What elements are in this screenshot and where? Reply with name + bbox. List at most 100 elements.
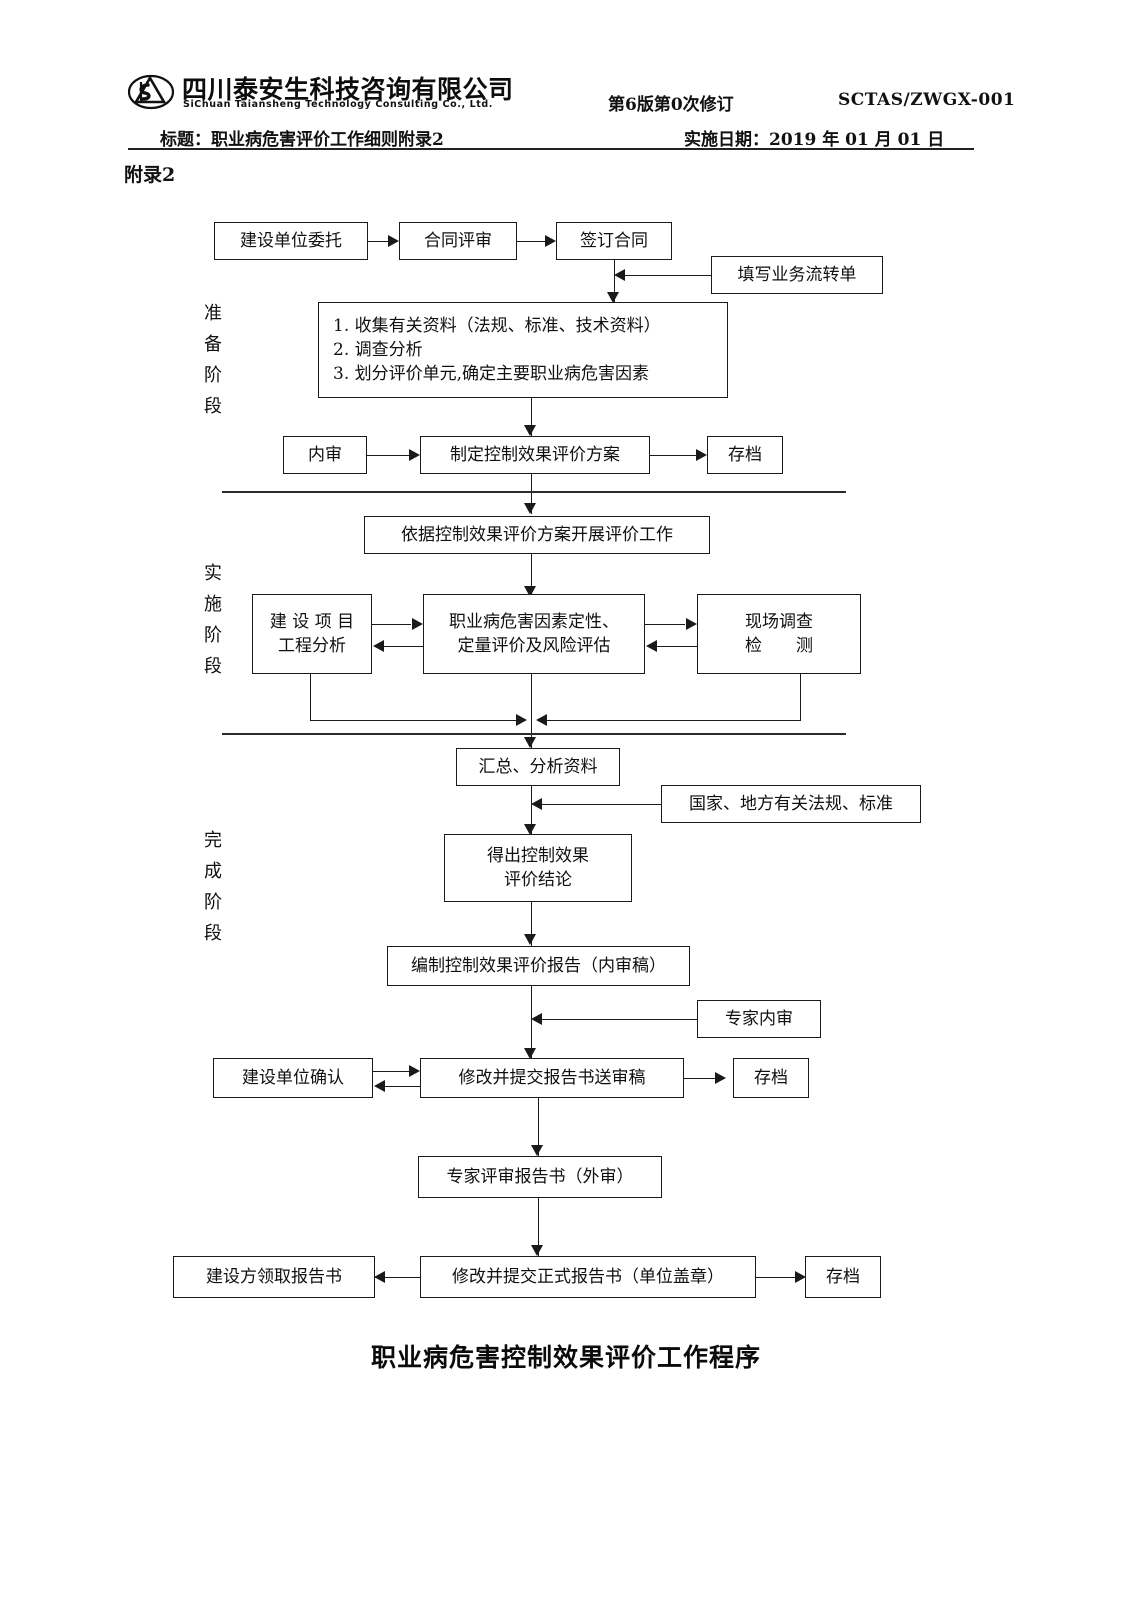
stage-label-implementation: 实 施 阶 段 xyxy=(198,565,228,689)
stage-char: 备 xyxy=(204,334,222,355)
connector-final-to-owner-receive xyxy=(375,1277,420,1278)
stage-char: 段 xyxy=(204,396,222,417)
stage-char: 施 xyxy=(204,594,222,615)
node-owner-receive-report: 建设方领取报告书 xyxy=(173,1256,375,1298)
stage-char: 成 xyxy=(204,861,222,882)
node-entrust: 建设单位委托 xyxy=(214,222,368,260)
arrowhead-down xyxy=(607,292,619,303)
arrowhead-right xyxy=(412,618,423,630)
connector-qualitative-to-analysis xyxy=(384,646,423,647)
connector-review-to-sign xyxy=(517,241,554,242)
arrowhead-down xyxy=(531,1145,543,1156)
arrowhead-down xyxy=(524,503,536,514)
connector-laws-to-trunk xyxy=(538,804,662,805)
company-name-en: SiChuan Taiansheng Technology Consulting… xyxy=(183,99,493,110)
arrowhead-right xyxy=(696,449,707,461)
stage-divider-1 xyxy=(222,491,846,493)
connector-carryout-to-qualitative xyxy=(531,554,532,596)
arrowhead-left xyxy=(373,640,384,652)
connector-owner-to-revise xyxy=(373,1071,418,1072)
appendix-label: 附录2 xyxy=(124,164,176,186)
node-preparation-tasks: 1. 收集有关资料（法规、标准、技术资料） 2. 调查分析 3. 划分评价单元,… xyxy=(318,302,728,398)
connector-transfer-to-trunk xyxy=(620,275,711,276)
arrowhead-left xyxy=(374,1271,385,1283)
connector-entrust-to-review xyxy=(368,241,397,242)
node-revise-submit-final-report: 修改并提交正式报告书（单位盖章） xyxy=(420,1256,756,1298)
arrowhead-right xyxy=(795,1271,806,1283)
connector-external-to-final xyxy=(538,1198,539,1256)
arrowhead-down xyxy=(524,586,536,597)
stage-label-preparation: 准 备 阶 段 xyxy=(198,305,228,429)
node-summarize-analyze: 汇总、分析资料 xyxy=(456,748,620,786)
arrowhead-left xyxy=(531,1013,542,1025)
node-archive-2: 存档 xyxy=(733,1058,809,1098)
connector-sign-to-prep xyxy=(614,260,615,302)
project-analysis-line-1: 建 设 项 目 xyxy=(269,611,355,632)
arrowhead-down xyxy=(524,737,536,748)
header-divider xyxy=(128,148,974,150)
node-owner-confirm: 建设单位确认 xyxy=(213,1058,373,1098)
stage-char: 阶 xyxy=(204,365,222,386)
rail-survey-to-trunk xyxy=(542,720,801,721)
arrowhead-down xyxy=(524,1048,536,1059)
arrowhead-right xyxy=(715,1072,726,1084)
connector-qualitative-to-survey xyxy=(645,624,685,625)
connector-expert-internal-to-trunk xyxy=(538,1019,698,1020)
arrowhead-right xyxy=(409,449,420,461)
arrowhead-left xyxy=(646,640,657,652)
node-expert-internal-review: 专家内审 xyxy=(697,1000,821,1038)
node-sign-contract: 签订合同 xyxy=(556,222,672,260)
arrowhead-left xyxy=(614,269,625,281)
project-analysis-line-2: 工程分析 xyxy=(278,636,346,656)
rail-survey-down xyxy=(800,674,801,720)
connector-final-to-archive xyxy=(756,1277,804,1278)
connector-revise-to-archive xyxy=(684,1078,724,1079)
node-archive-1: 存档 xyxy=(707,436,783,474)
stage-char: 阶 xyxy=(204,625,222,646)
prep-task-2: 2. 调查分析 xyxy=(333,339,423,360)
stage-char: 阶 xyxy=(204,892,222,913)
connector-qualitative-to-summarize xyxy=(531,674,532,748)
stage-char: 段 xyxy=(204,923,222,944)
arrowhead-left xyxy=(531,798,542,810)
connector-prep-to-plan xyxy=(531,398,532,436)
connector-revise-to-owner xyxy=(384,1086,420,1087)
arrowhead-right xyxy=(388,235,399,247)
conclusion-line-2: 评价结论 xyxy=(504,870,572,890)
node-laws-standards: 国家、地方有关法规、标准 xyxy=(661,785,921,823)
arrowhead-down xyxy=(531,1245,543,1256)
connector-plan-to-archive xyxy=(650,455,705,456)
node-carry-out-evaluation: 依据控制效果评价方案开展评价工作 xyxy=(364,516,710,554)
node-contract-review: 合同评审 xyxy=(399,222,517,260)
site-survey-line-2: 检 测 xyxy=(745,636,813,656)
connector-plan-to-carryout xyxy=(531,474,532,514)
node-project-analysis: 建 设 项 目 工程分析 xyxy=(252,594,372,674)
arrowhead-right xyxy=(409,1065,420,1077)
company-name-cn: 四川泰安生科技咨询有限公司 xyxy=(182,75,514,104)
document-title-line: 标题：职业病危害评价工作细则附录2 xyxy=(160,130,444,150)
company-logo-icon xyxy=(127,72,175,112)
conclusion-line-1: 得出控制效果 xyxy=(487,845,589,866)
prep-task-3: 3. 划分评价单元,确定主要职业病危害因素 xyxy=(333,364,650,385)
site-survey-line-1: 现场调查 xyxy=(745,611,813,632)
stage-char: 实 xyxy=(204,563,222,584)
effective-date: 实施日期：2019 年 01 月 01 日 xyxy=(684,130,945,150)
stage-label-completion: 完 成 阶 段 xyxy=(198,832,228,956)
node-qualitative-quantitative-evaluation: 职业病危害因素定性、 定量评价及风险评估 xyxy=(423,594,645,674)
stage-divider-2 xyxy=(222,733,846,735)
document-version: 第6版第0次修订 xyxy=(608,95,734,115)
rail-analysis-down xyxy=(310,674,311,720)
node-make-plan: 制定控制效果评价方案 xyxy=(420,436,650,474)
arrowhead-right xyxy=(516,714,527,726)
node-archive-3: 存档 xyxy=(805,1256,881,1298)
arrowhead-down xyxy=(524,425,536,436)
qualitative-line-2: 定量评价及风险评估 xyxy=(457,636,611,656)
arrowhead-left xyxy=(536,714,547,726)
node-internal-review: 内审 xyxy=(283,436,367,474)
node-fill-transfer-form: 填写业务流转单 xyxy=(711,256,883,294)
connector-summarize-to-conclusion xyxy=(531,786,532,834)
connector-conclusion-to-draft xyxy=(531,902,532,946)
arrowhead-right xyxy=(545,235,556,247)
arrowhead-down xyxy=(524,934,536,945)
